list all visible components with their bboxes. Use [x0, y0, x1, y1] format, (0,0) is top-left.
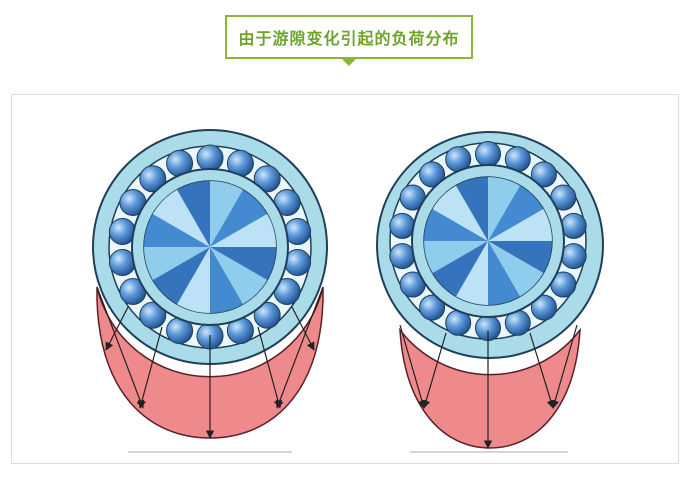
hub-segment	[488, 241, 552, 273]
hub-segment	[488, 241, 544, 297]
hub-segment	[143, 214, 210, 247]
hub-segment	[488, 241, 520, 305]
ball	[389, 212, 416, 239]
hub-segment	[210, 247, 268, 305]
hub-segment	[432, 185, 488, 241]
hub-segment	[210, 247, 243, 314]
hub-segment	[210, 189, 268, 247]
load-arrow	[291, 306, 315, 351]
bearing-left	[92, 129, 328, 453]
hub-segment	[143, 247, 210, 280]
ball	[419, 294, 446, 321]
load-arrow	[96, 286, 145, 409]
hub-segment	[177, 247, 210, 314]
load-arrow	[399, 324, 426, 409]
inner-hub-left	[143, 180, 277, 314]
hub-segment	[210, 180, 243, 247]
balls-right	[389, 141, 587, 341]
ball	[139, 301, 167, 329]
ball	[196, 144, 224, 172]
ball	[419, 161, 446, 188]
hub-segment	[177, 180, 210, 247]
hub-segment	[424, 209, 488, 241]
hub-segment	[456, 177, 488, 241]
ball	[530, 294, 557, 321]
hub-segment	[488, 177, 520, 241]
load-zone-right	[399, 327, 581, 449]
ball	[253, 165, 281, 193]
hub-segment	[210, 247, 277, 280]
load-arrow	[105, 306, 129, 351]
hub-segment	[432, 241, 488, 297]
ball	[560, 243, 587, 270]
load-arrows-left	[96, 286, 324, 439]
ball	[389, 243, 416, 270]
load-arrow	[529, 332, 555, 409]
title-banner: 由于游隙变化引起的负荷分布	[225, 15, 473, 59]
page-title: 由于游隙变化引起的负荷分布	[238, 29, 460, 48]
load-arrow	[137, 326, 163, 409]
load-arrow	[257, 326, 283, 409]
load-arrow	[422, 332, 447, 409]
hub-segment	[152, 189, 210, 247]
load-arrow	[551, 324, 578, 409]
balls-left	[108, 144, 312, 350]
ball	[560, 212, 587, 239]
load-arrow	[275, 286, 324, 409]
inner-hub-right	[423, 176, 553, 306]
hub-segment	[424, 241, 488, 273]
bearing-right	[376, 131, 604, 453]
ball	[530, 161, 557, 188]
ball	[475, 141, 501, 167]
hub-segment	[456, 241, 488, 305]
hub-segment	[210, 214, 277, 247]
hub-segment	[488, 185, 544, 241]
ball	[253, 301, 281, 329]
hub-segment	[488, 209, 552, 241]
load-arrows-right	[399, 324, 578, 449]
hub-segment	[152, 247, 210, 305]
ball	[139, 165, 167, 193]
title-pointer-arrow	[341, 58, 357, 66]
